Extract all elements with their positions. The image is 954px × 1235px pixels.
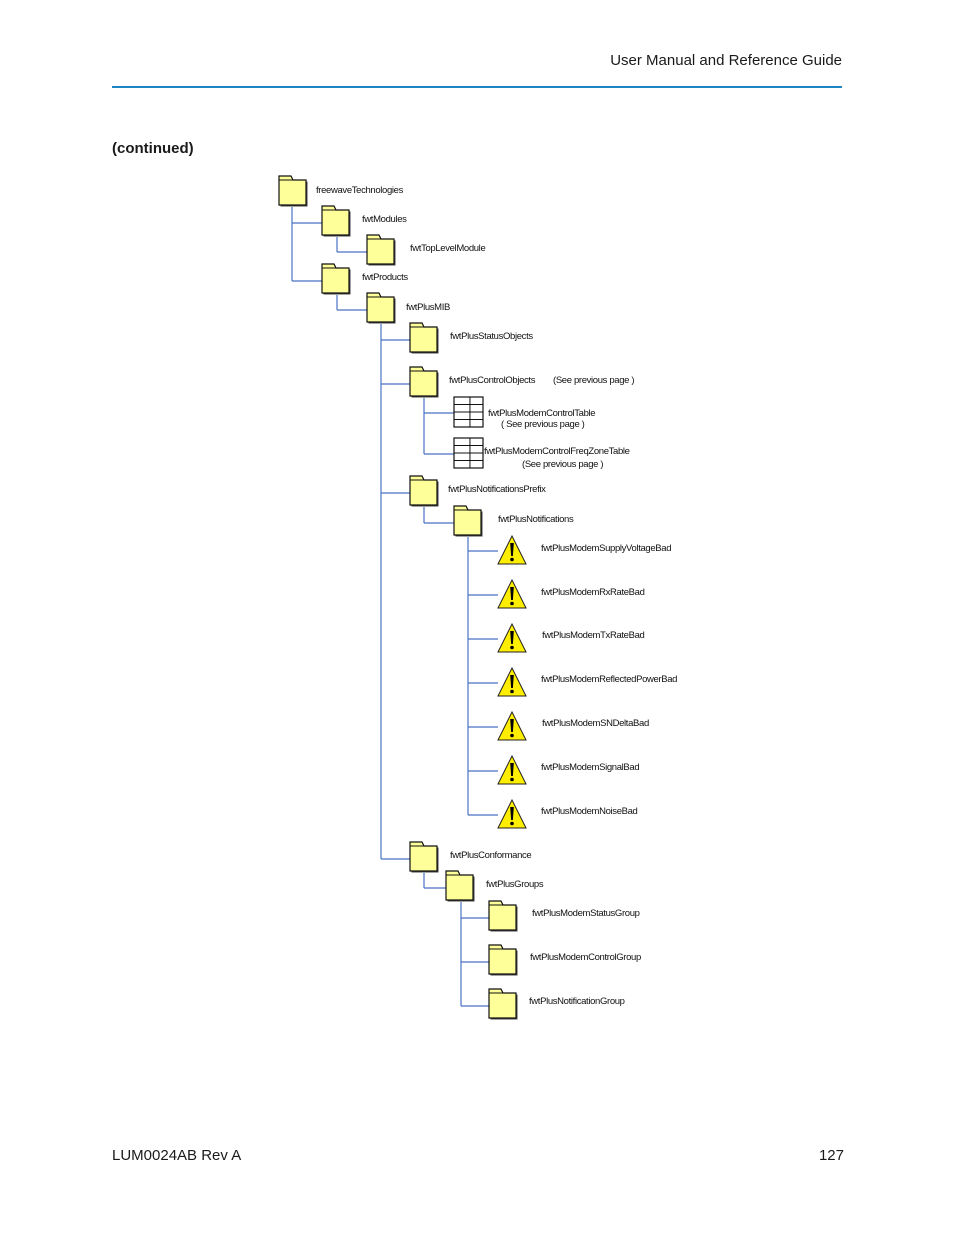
tree-node-label: freewaveTechnologies [316, 185, 404, 196]
warning-icon [497, 534, 527, 565]
tree-node-label: fwtPlusMIB [406, 302, 451, 313]
tree-node-label: fwtPlusModemSupplyVoltageBad [541, 543, 672, 554]
tree-node-label: fwtPlusNotificationGroup [529, 996, 625, 1007]
footer-page-number: 127 [818, 1147, 844, 1164]
warning-icon [497, 754, 527, 785]
tree-node-label: fwtPlusNotificationsPrefix [448, 484, 546, 495]
tree-node-label: fwtPlusModemReflectedPowerBad [541, 674, 678, 685]
table-icon [453, 437, 484, 469]
tree-node-label: fwtPlusModemStatusGroup [532, 908, 640, 919]
folder-icon [409, 366, 439, 398]
warning-icon [497, 578, 527, 609]
folder-icon [278, 175, 308, 207]
tree-node-note: ( See previous page ) [501, 419, 585, 430]
tree-node-label: fwtProducts [362, 272, 408, 283]
tree-node-label: fwtModules [362, 214, 407, 225]
tree-node-label: fwtTopLevelModule [410, 243, 486, 254]
tree-node-label: fwtPlusModemNoiseBad [541, 806, 638, 817]
folder-icon [409, 322, 439, 354]
folder-icon [488, 944, 518, 976]
tree-node-label: fwtPlusModemControlGroup [530, 952, 641, 963]
warning-icon [497, 710, 527, 741]
warning-icon [497, 666, 527, 697]
tree-node-note: (See previous page ) [522, 459, 604, 470]
tree-node-label: fwtPlusConformance [450, 850, 532, 861]
tree-node-label: fwtPlusModemRxRateBad [541, 587, 645, 598]
header-rule [112, 86, 842, 88]
tree-node-label: fwtPlusNotifications [498, 514, 574, 525]
folder-icon [366, 292, 396, 324]
tree-node-label: fwtPlusControlObjects [449, 375, 536, 386]
folder-icon [409, 841, 439, 873]
tree-node-note: (See previous page ) [553, 375, 635, 386]
folder-icon [366, 234, 396, 266]
tree-node-label: fwtPlusStatusObjects [450, 331, 533, 342]
tree-node-label: fwtPlusModemSNDeltaBad [542, 718, 649, 729]
table-icon [453, 396, 484, 428]
tree-node-label: fwtPlusModemTxRateBad [542, 630, 645, 641]
section-title: (continued) [112, 140, 194, 157]
folder-icon [453, 505, 483, 537]
folder-icon [488, 988, 518, 1020]
folder-icon [409, 475, 439, 507]
tree-node-label: fwtPlusModemSignalBad [541, 762, 640, 773]
header-title: User Manual and Reference Guide [610, 52, 842, 69]
footer-doc-id: LUM0024AB Rev A [112, 1147, 242, 1164]
warning-icon [497, 622, 527, 653]
tree-node-label: fwtPlusModemControlFreqZoneTable [484, 446, 630, 457]
folder-icon [445, 870, 475, 902]
folder-icon [488, 900, 518, 932]
warning-icon [497, 798, 527, 829]
tree-node-label: fwtPlusModemControlTable [488, 408, 596, 419]
folder-icon [321, 263, 351, 295]
tree-node-label: fwtPlusGroups [486, 879, 544, 890]
folder-icon [321, 205, 351, 237]
